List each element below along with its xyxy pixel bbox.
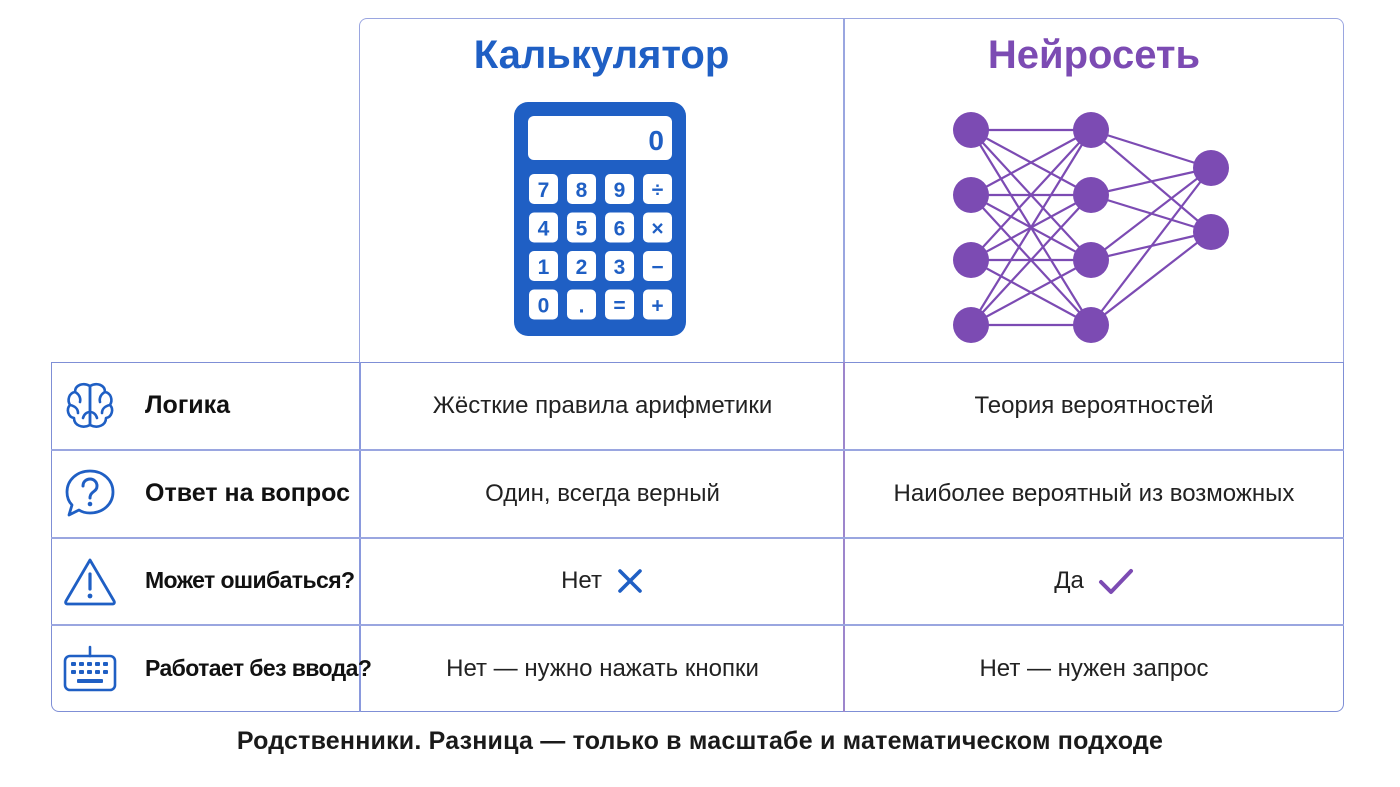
calculator-value: Нет: [561, 566, 602, 594]
calculator-key-label: 0: [538, 295, 550, 318]
calculator-key-label: 3: [614, 256, 626, 279]
calculator-key: [529, 289, 558, 320]
neural-cell: Наиболее вероятный из возможных: [845, 450, 1343, 538]
neural-network-edge: [1090, 166, 1212, 197]
neural-cell: Да: [845, 537, 1343, 625]
neural-network-edge: [970, 129, 1092, 261]
calculator-key: [605, 289, 634, 320]
brain-icon: [66, 382, 114, 428]
row-separator: [51, 449, 1344, 451]
row-separator: [51, 624, 1344, 626]
row-separator: [51, 537, 1344, 539]
table-row-can-err: Может ошибаться? Нет Да: [51, 537, 1344, 625]
calculator-key: [567, 289, 596, 320]
calculator-value: Нет — нужно нажать кнопки: [446, 654, 759, 682]
calculator-key: [529, 174, 558, 204]
calculator-value: Жёсткие правила арифметики: [432, 391, 773, 419]
neural-network-title: Нейросеть: [987, 33, 1201, 77]
calculator-key: [605, 212, 634, 243]
neural-network-edge: [1090, 231, 1212, 326]
neural-value: Теория вероятностей: [974, 391, 1214, 419]
calculator-key: [643, 174, 672, 204]
row-label: Логика: [145, 391, 231, 419]
calculator-key: [605, 174, 634, 204]
neural-network-node: [953, 177, 989, 213]
row-label: Может ошибаться?: [145, 567, 355, 593]
neural-network-node: [1073, 307, 1109, 343]
neural-network-node: [1073, 177, 1109, 213]
calculator-key-label: 2: [576, 256, 588, 279]
neural-network-nodes: [953, 112, 1229, 343]
calculator-cell: Нет: [361, 537, 844, 625]
calculator-icon: 0 7 8 9 ÷ 4 5 6 × 1 2 3 − 0. = +: [514, 102, 686, 336]
table-row-answer: Ответ на вопрос Один, всегда верный Наиб…: [51, 450, 1344, 538]
calculator-key-label: −: [651, 256, 663, 279]
warning-icon: [64, 558, 116, 606]
calculator-key-label: ×: [651, 218, 663, 241]
calculator-cell: Нет — нужно нажать кнопки: [361, 625, 844, 713]
neural-network-node: [953, 242, 989, 278]
calculator-key-label: 7: [538, 179, 550, 202]
neural-network-connections: [970, 128, 1212, 327]
calculator-key-label: 1: [538, 256, 550, 279]
neural-value: Да: [1054, 566, 1084, 594]
calculator-key-label: 4: [538, 218, 550, 241]
neural-network-edge: [970, 194, 1092, 326]
neural-value: Нет — нужен запрос: [979, 654, 1209, 682]
header-divider: [843, 18, 845, 363]
neural-network-node: [953, 307, 989, 343]
calculator-key: [529, 251, 558, 281]
neural-network-node: [1073, 112, 1109, 148]
calculator-key-label: 8: [576, 179, 588, 202]
neural-network-edge: [970, 259, 1092, 326]
neural-network-edge: [1090, 167, 1212, 326]
calculator-key: [643, 251, 672, 281]
table-row-no-input: Работает без ввода? Нет — нужно нажать к…: [51, 625, 1344, 713]
calculator-key: [567, 212, 596, 243]
neural-network-edge: [1090, 128, 1212, 170]
neural-network-node: [953, 112, 989, 148]
neural-network-node: [1073, 242, 1109, 278]
calculator-keypad: 7 8 9 ÷ 4 5 6 × 1 2 3 − 0. = +: [529, 174, 672, 320]
header-panel: [359, 18, 1344, 363]
calculator-cell: Жёсткие правила арифметики: [361, 362, 844, 450]
cross-icon: [618, 568, 642, 593]
calculator-key: [643, 289, 672, 320]
row-label: Работает без ввода?: [145, 655, 372, 681]
calculator-key-label: 9: [614, 179, 626, 202]
calculator-key: [567, 174, 596, 204]
calculator-display: 0: [648, 125, 664, 156]
calculator-title: Калькулятор: [473, 33, 730, 77]
neural-cell: Теория вероятностей: [845, 362, 1343, 450]
calculator-cell: Один, всегда верный: [361, 450, 844, 538]
check-icon: [1098, 568, 1133, 594]
neural-network-node: [1193, 214, 1229, 250]
neural-value: Наиболее вероятный из возможных: [893, 479, 1295, 507]
calculator-value: Один, всегда верный: [485, 479, 720, 507]
neural-network-icon: [953, 112, 1229, 343]
neural-network-node: [1193, 150, 1229, 186]
caption: Родственники. Разница — только в масштаб…: [236, 727, 1164, 755]
calculator-key: [643, 212, 672, 243]
keyboard-icon: [63, 645, 117, 692]
calculator-key-label: ÷: [652, 179, 664, 202]
neural-cell: Нет — нужен запрос: [845, 625, 1343, 713]
neural-network-edge: [1090, 167, 1212, 261]
row-label: Ответ на вопрос: [145, 479, 350, 507]
neural-network-edge: [970, 129, 1092, 326]
calculator-key: [605, 251, 634, 281]
calculator-key-label: +: [651, 295, 663, 318]
calculator-key-label: 6: [614, 218, 626, 241]
question-bubble-icon: [65, 469, 115, 517]
calculator-key-label: .: [579, 295, 585, 318]
calculator-key-label: =: [613, 295, 625, 318]
calculator-key: [529, 212, 558, 243]
calculator-key-label: 5: [576, 218, 588, 241]
calculator-key: [567, 251, 596, 281]
neural-network-edge: [970, 129, 1092, 196]
table-row-logic: Логика Жёсткие правила арифметики Теория…: [51, 362, 1344, 450]
